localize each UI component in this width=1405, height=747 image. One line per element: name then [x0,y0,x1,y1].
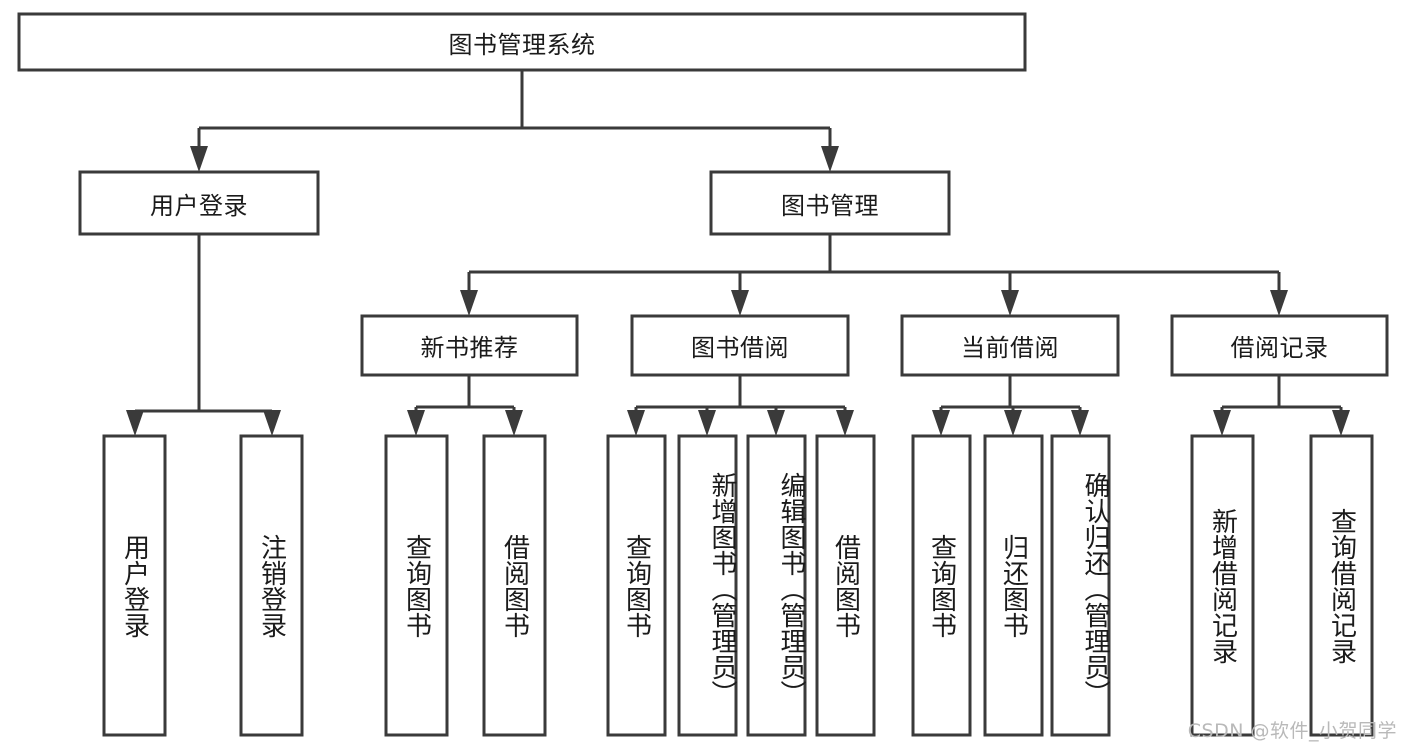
node-box-borrow-record[interactable] [1170,314,1389,377]
connector-current-borrow-to-leaves [932,375,1089,436]
connector-root-to-level1 [190,70,839,172]
node-box-leaf-borrow-record-1[interactable] [1309,434,1374,737]
arrow-to-book-borrow [731,290,749,316]
arrow-to-book-manage [821,146,839,172]
connector-book-manage-to-level2 [460,234,1288,316]
arrow-to-leaf-new-book-0 [407,410,425,436]
arrow-to-leaf-book-borrow-1 [698,410,716,436]
node-box-book-borrow[interactable] [630,314,850,377]
connector-new-book-to-leaves [407,375,523,436]
arrow-to-leaf-borrow-record-1 [1332,410,1350,436]
node-box-leaf-book-borrow-2[interactable] [746,434,807,737]
node-box-leaf-book-borrow-0[interactable] [606,434,667,737]
node-box-new-book-recommend[interactable] [360,314,579,377]
connector-book-borrow-to-leaves [627,375,854,436]
node-box-leaf-book-borrow-3[interactable] [815,434,876,737]
node-box-user-login[interactable] [78,170,320,236]
node-box-root[interactable] [17,12,1027,72]
arrow-to-leaf-borrow-record-0 [1213,410,1231,436]
connector-borrow-record-to-leaves [1213,375,1350,436]
arrow-to-leaf-user-login-0 [126,410,144,436]
arrow-to-leaf-current-borrow-2 [1071,410,1089,436]
arrow-to-current-borrow [1001,290,1019,316]
arrow-to-leaf-current-borrow-0 [932,410,950,436]
node-box-book-manage[interactable] [709,170,951,236]
arrow-to-leaf-book-borrow-3 [836,410,854,436]
arrow-to-leaf-book-borrow-0 [627,410,645,436]
node-box-leaf-user-login-0[interactable] [102,434,167,737]
arrow-to-user-login [190,146,208,172]
arrow-to-leaf-current-borrow-1 [1004,410,1022,436]
node-box-leaf-current-borrow-0[interactable] [911,434,972,737]
arrow-to-leaf-book-borrow-2 [767,410,785,436]
arrow-to-leaf-new-book-1 [505,410,523,436]
connector-user-login-to-leaves [126,234,281,436]
node-box-leaf-book-borrow-1[interactable] [677,434,738,737]
arrow-to-leaf-user-login-1 [263,410,281,436]
node-box-leaf-borrow-record-0[interactable] [1190,434,1255,737]
node-box-leaf-current-borrow-2[interactable] [1050,434,1111,737]
node-box-leaf-user-login-1[interactable] [239,434,304,737]
arrow-to-new-book-recommend [460,290,478,316]
node-box-leaf-current-borrow-1[interactable] [983,434,1044,737]
arrow-to-borrow-record [1270,290,1288,316]
node-box-leaf-new-book-1[interactable] [482,434,547,737]
node-box-current-borrow[interactable] [900,314,1120,377]
watermark-text: CSDN @软件_小贺同学 [1187,720,1397,742]
node-box-leaf-new-book-0[interactable] [384,434,449,737]
